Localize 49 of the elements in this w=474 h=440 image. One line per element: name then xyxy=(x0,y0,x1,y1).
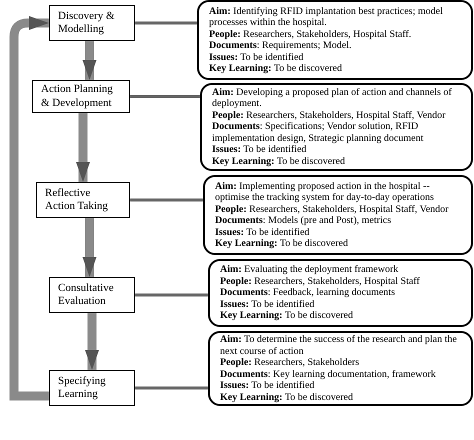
stage-box xyxy=(49,370,135,406)
stage-box xyxy=(32,80,130,113)
stage-title: Discovery & Modelling xyxy=(58,10,116,36)
info-line: Aim: Developing a proposed plan of action and channels of deployment. xyxy=(212,86,453,110)
info-line: Key Learning: To be discovered xyxy=(209,63,343,74)
info-line: Issues: To be identified xyxy=(220,380,316,392)
info-line: Documents: Specifications; Vendor solution, RFID implementation design, Strategic planning document xyxy=(212,121,424,144)
connector-line xyxy=(135,386,208,390)
connector-line xyxy=(135,22,197,24)
info-box xyxy=(208,259,473,327)
info-line: Documents: Requirements; Model. xyxy=(209,40,352,52)
info-line: Documents: Feedback, learning documents xyxy=(220,287,396,299)
info-line: Issues: To be identified xyxy=(209,52,304,63)
block-arrow xyxy=(82,218,96,277)
info-line: Documents: Models (pre and Post), metrics xyxy=(215,215,392,226)
info-box xyxy=(208,331,473,406)
stage-title: Consultative Evaluation xyxy=(58,282,115,308)
info-line: Aim: Evaluating the deployment framework xyxy=(220,264,400,276)
info-box xyxy=(203,175,473,255)
stage-title: Specifying Learning xyxy=(58,374,107,402)
block-arrow xyxy=(85,313,99,370)
info-line: Aim: To determine the success of the research and plan the next course of action xyxy=(220,334,458,357)
stage-box xyxy=(49,5,135,41)
info-line: Issues: To be identified xyxy=(220,298,316,310)
info-line: Key Learning: To be discovered xyxy=(220,392,354,403)
info-line: People: Researchers, Stakeholders xyxy=(220,357,360,368)
info-line: Key Learning: To be discovered xyxy=(215,238,349,250)
block-arrow xyxy=(82,41,96,80)
info-box xyxy=(200,83,473,171)
stage-title: Action Planning & Development xyxy=(41,83,114,110)
info-line: Issues: To be identified xyxy=(212,144,308,156)
info-line: People: Researchers, Stakeholders, Hospital Staff xyxy=(220,276,421,288)
stage-box xyxy=(49,277,135,313)
block-arrow xyxy=(76,113,90,182)
info-line: People: Researchers, Stakeholders, Hospital Staff, Vendor xyxy=(212,110,446,122)
connector-line xyxy=(130,198,203,202)
info-line: Key Learning: To be discovered xyxy=(220,310,354,322)
info-box xyxy=(197,0,473,80)
connector-line xyxy=(135,294,208,296)
info-line: Aim: Identifying RFID implantation best practices; model processes within the hospital. xyxy=(209,6,444,28)
info-line: Issues: To be identified xyxy=(215,226,310,238)
stage-title: Reflective Action Taking xyxy=(45,186,109,214)
info-line: People: Researchers, Stakeholders, Hospital Staff. xyxy=(209,28,412,40)
connector-line xyxy=(130,95,200,98)
info-line: Key Learning: To be discovered xyxy=(212,156,346,168)
info-line: Aim: Implementing proposed action in the hospital -- optimise the tracking system for day-to-day operations xyxy=(215,180,435,204)
info-line: People: Researchers, Stakeholders, Hospital Staff, Vendor xyxy=(215,204,450,215)
info-line: Documents: Key learning documentation, framework xyxy=(220,368,437,380)
stage-box xyxy=(36,182,130,218)
